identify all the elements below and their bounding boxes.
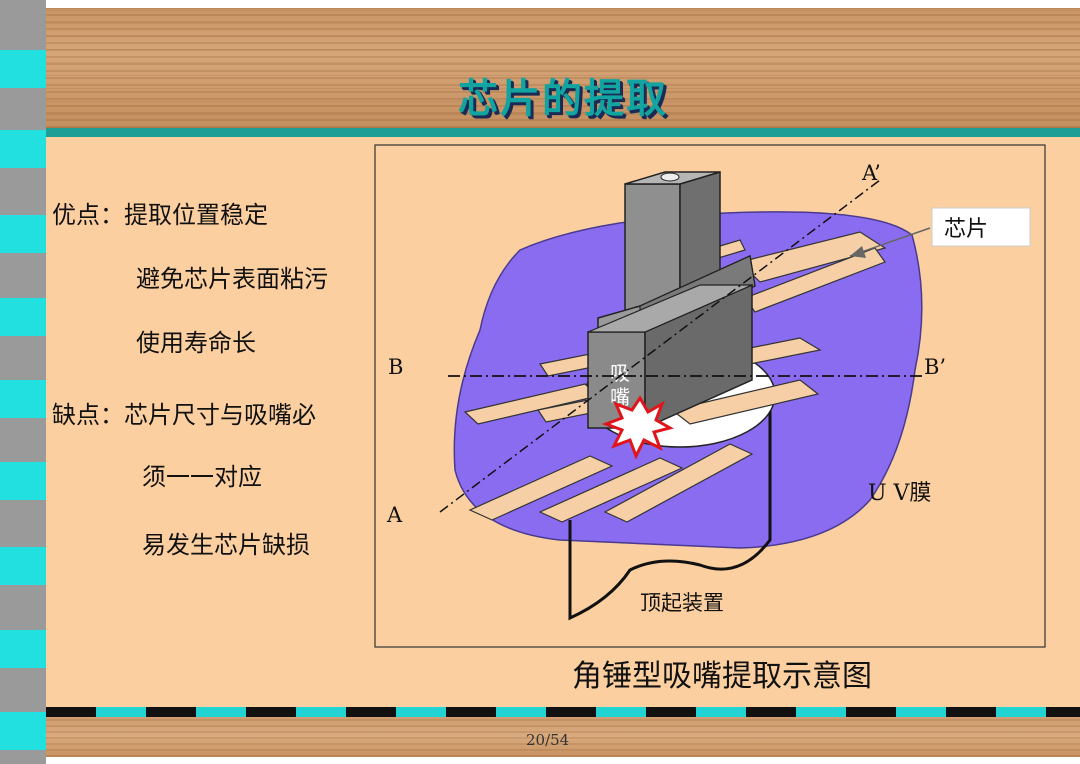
impact-burst-icon: [601, 395, 674, 460]
ejector-outline: [568, 395, 772, 621]
label-b: B: [388, 355, 403, 379]
slide-title: 芯片的提取: [458, 75, 668, 122]
chips-front: [468, 443, 754, 523]
disadvantages-line-3: 易发生芯片缺损: [142, 531, 310, 559]
diagram-caption: 角锤型吸嘴提取示意图: [572, 659, 872, 694]
advantages-line-2: 避免芯片表面粘污: [136, 265, 328, 293]
ejector-label: 顶起装置: [640, 591, 724, 615]
chip-callout-label: 芯片: [944, 217, 988, 242]
wood-header: 芯片的提取: [46, 8, 1080, 128]
uv-film-label: U V膜: [868, 481, 931, 506]
header-divider: [46, 128, 1080, 137]
advantages-line-3: 使用寿命长: [136, 329, 256, 357]
disadvantages-line-2: 须一一对应: [142, 463, 262, 491]
nozzle-label-1: 吸: [610, 361, 630, 385]
disadvantages-line-1: 缺点：芯片尺寸与吸嘴必: [52, 401, 316, 429]
page-number: 20/54: [526, 731, 570, 749]
nozzle-hole: [660, 172, 680, 182]
axis-a-line: [439, 179, 881, 513]
label-b-prime: B’: [924, 355, 946, 379]
left-edge-bar: [0, 0, 46, 764]
chip-callout-box: [931, 207, 1031, 247]
label-a-prime: A’: [861, 161, 881, 185]
wood-footer: 20/54: [46, 717, 1080, 757]
advantages-line-1: 优点：提取位置稳定: [52, 201, 268, 229]
diagram-frame: [374, 144, 1046, 648]
label-a: A: [386, 503, 403, 527]
bottom-dash-bar: [46, 707, 1080, 717]
